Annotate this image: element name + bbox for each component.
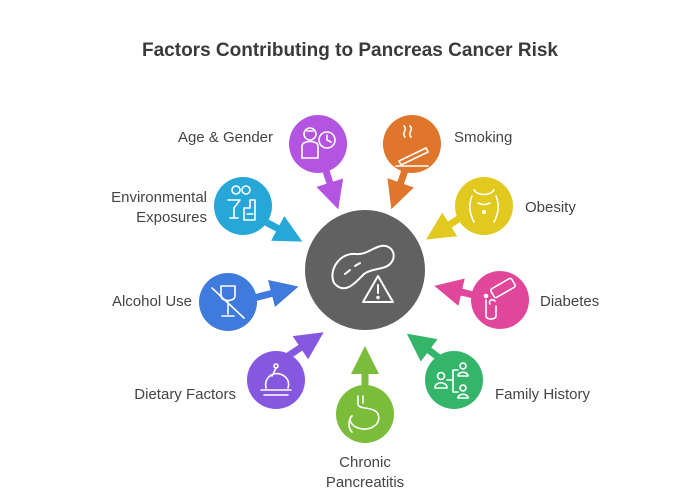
factor-chronic-pancreatitis bbox=[336, 385, 394, 443]
factor-alcohol-use bbox=[199, 273, 257, 331]
factor-diabetes bbox=[471, 271, 529, 329]
arrow-obesity bbox=[426, 212, 462, 240]
diagram-title: Factors Contributing to Pancreas Cancer … bbox=[142, 40, 558, 61]
label-age-gender: Age & Gender bbox=[177, 129, 273, 146]
cigarette-icon bbox=[395, 125, 429, 167]
label-chronic-pancreatitis-line-2: Pancreatitis bbox=[325, 474, 405, 491]
factor-age-gender bbox=[289, 115, 347, 173]
label-dietary-factors: Dietary Factors bbox=[134, 386, 236, 403]
factor-family-history bbox=[425, 351, 483, 409]
person-clock-icon bbox=[301, 127, 336, 159]
label-family-history: Family History bbox=[495, 386, 591, 403]
label-chronic-pancreatitis: Chronic Pancreatitis bbox=[300, 453, 430, 493]
glucose-test-icon bbox=[483, 277, 516, 320]
factor-smoking bbox=[383, 115, 441, 173]
factor-environmental-exposures bbox=[214, 177, 272, 235]
label-chronic-pancreatitis-line-1: Chronic bbox=[339, 454, 391, 471]
label-alcohol-use: Alcohol Use bbox=[111, 293, 192, 310]
factor-obesity bbox=[455, 177, 513, 235]
label-environmental-exposures-line-1: Environmental bbox=[111, 189, 207, 206]
center-hub bbox=[305, 210, 425, 330]
food-plate-icon bbox=[260, 363, 292, 396]
body-torso-icon bbox=[469, 189, 499, 223]
label-environmental-exposures: Environmental Exposures bbox=[111, 188, 207, 228]
no-alcohol-icon bbox=[211, 285, 245, 319]
label-obesity: Obesity bbox=[525, 199, 576, 216]
factor-dietary-factors bbox=[247, 351, 305, 409]
stomach-icon bbox=[348, 395, 380, 433]
chemical-factory-icon bbox=[227, 185, 256, 221]
pancreas-warning-icon bbox=[331, 244, 395, 303]
label-diabetes: Diabetes bbox=[540, 293, 600, 310]
arrow-alcohol bbox=[253, 279, 299, 308]
label-smoking: Smoking bbox=[454, 129, 513, 146]
family-tree-icon bbox=[434, 362, 469, 399]
label-environmental-exposures-line-2: Exposures bbox=[136, 209, 207, 226]
